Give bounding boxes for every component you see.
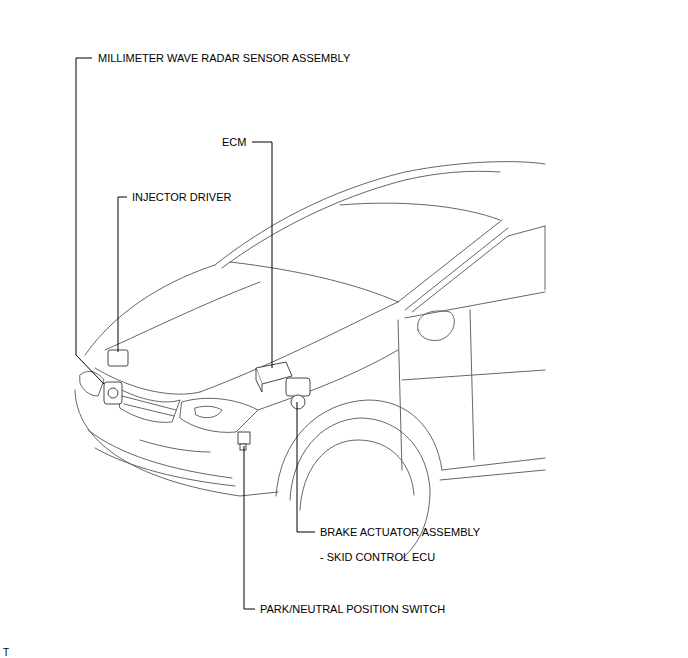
part-name: BRAKE ACTUATOR ASSEMBLY xyxy=(320,526,480,539)
part-name: ECM xyxy=(222,136,246,149)
part-name: - SKID CONTROL ECU xyxy=(320,551,435,564)
leader-line xyxy=(76,58,104,384)
leader-line xyxy=(118,197,127,352)
leader-line xyxy=(252,142,272,368)
part-name: INJECTOR DRIVER xyxy=(132,191,231,204)
figure-code: T xyxy=(3,646,9,658)
part-name: PARK/NEUTRAL POSITION SWITCH xyxy=(260,603,445,616)
part-name: MILLIMETER WAVE RADAR SENSOR ASSEMBLY xyxy=(98,52,350,65)
leader-line xyxy=(244,446,255,609)
leader-line xyxy=(297,402,315,532)
